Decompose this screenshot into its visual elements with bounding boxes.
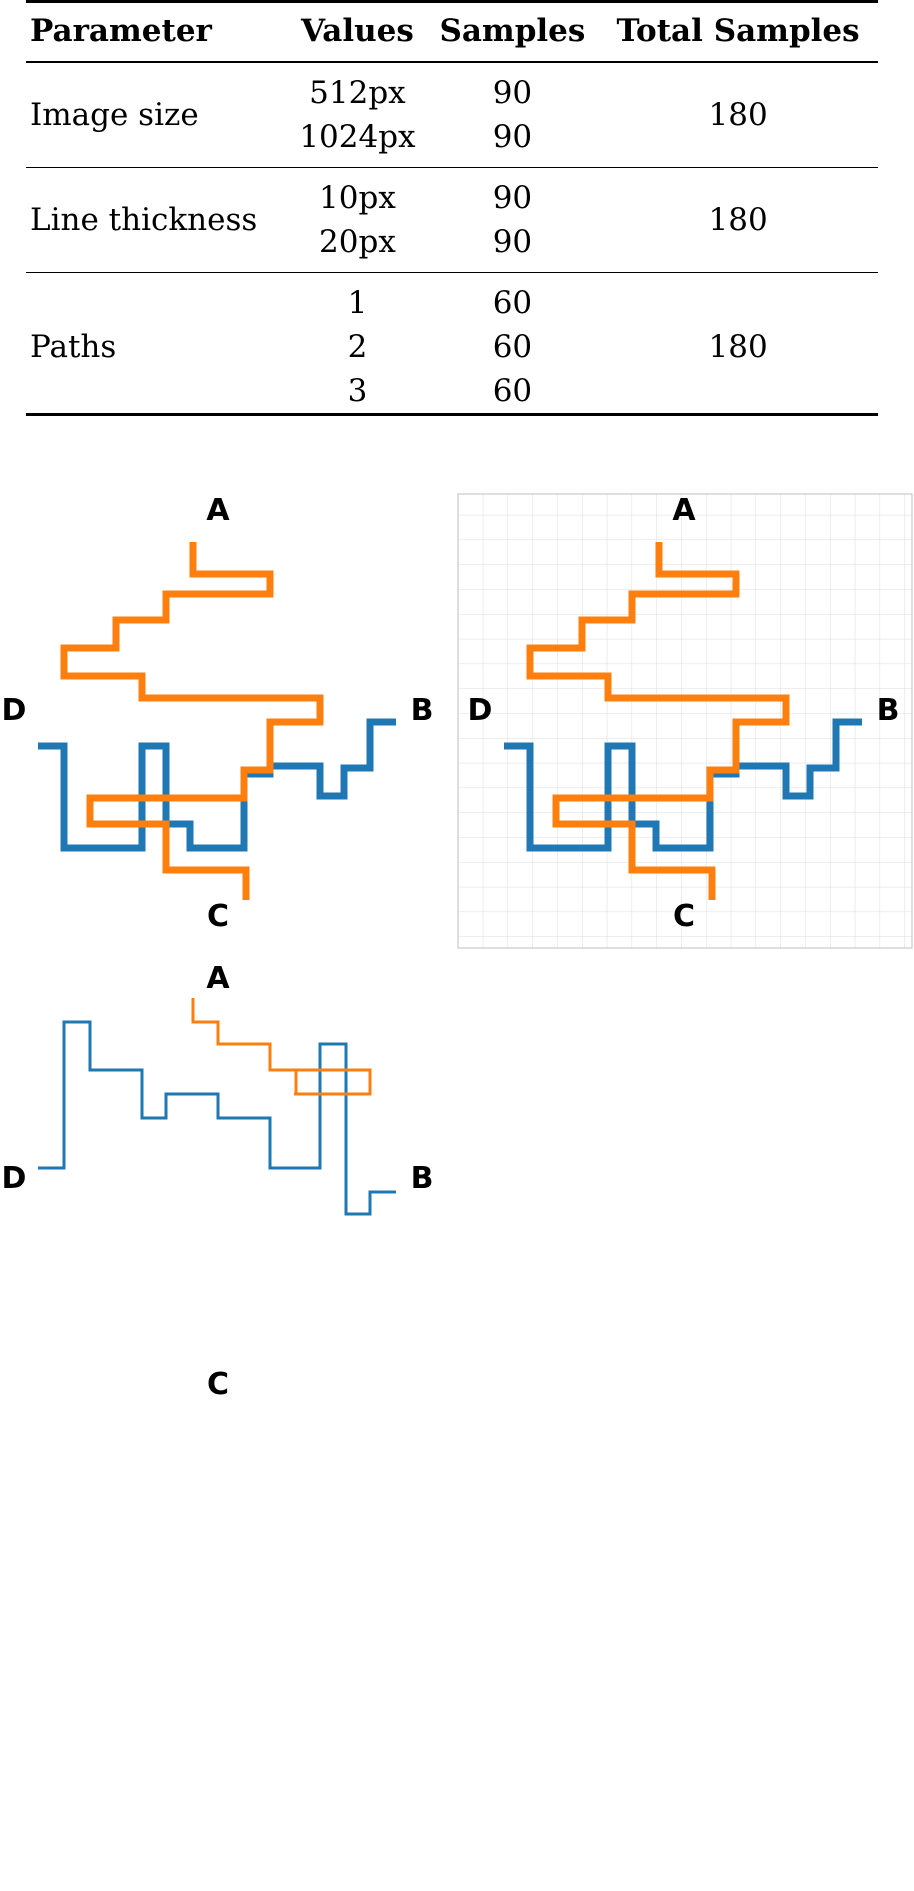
value-item: 1 xyxy=(347,285,368,321)
table-header-row: Parameter Values Samples Total Samples xyxy=(26,0,878,63)
label-b: B xyxy=(411,1161,434,1196)
label-b: B xyxy=(877,693,900,728)
label-d: D xyxy=(2,693,27,728)
sample-item: 90 xyxy=(492,119,533,155)
sample-item: 90 xyxy=(492,180,533,216)
row-values: 10px 20px xyxy=(288,167,427,273)
row-parameter: Line thickness xyxy=(26,167,289,273)
value-item: 10px xyxy=(319,180,396,216)
table-row: Paths 1 2 3 60 60 60 180 xyxy=(26,272,878,416)
sample-item: 90 xyxy=(492,224,533,260)
sample-item: 60 xyxy=(492,285,533,321)
panel-row1-plain: A B C D xyxy=(2,493,434,934)
label-d: D xyxy=(468,693,493,728)
row-samples: 60 60 60 xyxy=(426,272,599,416)
label-c: C xyxy=(207,899,229,934)
value-item: 1024px xyxy=(299,119,416,155)
path-figure-grid: A B C D A B C D A B C D xyxy=(2,493,913,1402)
path-blue xyxy=(38,718,396,852)
label-a: A xyxy=(672,493,696,528)
path-blue xyxy=(504,718,862,852)
label-c: C xyxy=(673,899,695,934)
header-total-samples: Total Samples xyxy=(598,0,878,63)
label-b: B xyxy=(411,693,434,728)
label-d: D xyxy=(2,1161,27,1196)
parameters-table: Parameter Values Samples Total Samples I… xyxy=(26,0,878,416)
value-item: 512px xyxy=(309,75,406,111)
row-samples: 90 90 xyxy=(426,167,599,273)
label-a: A xyxy=(206,493,230,528)
path-orange xyxy=(191,998,372,1096)
header-samples: Samples xyxy=(426,0,599,63)
panel-row1-grid: A B C D xyxy=(457,493,913,949)
row-values: 512px 1024px xyxy=(288,62,427,168)
label-c: C xyxy=(207,1367,229,1402)
sample-item: 60 xyxy=(492,329,533,365)
value-item: 20px xyxy=(319,224,396,260)
sample-item: 60 xyxy=(492,373,533,409)
path-orange xyxy=(60,542,324,900)
row-parameter: Paths xyxy=(26,272,289,416)
value-item: 2 xyxy=(347,329,368,365)
row-samples: 90 90 xyxy=(426,62,599,168)
row-total: 180 xyxy=(598,272,878,416)
value-item: 3 xyxy=(347,373,368,409)
row-parameter: Image size xyxy=(26,62,289,168)
path-orange xyxy=(526,542,790,900)
row-total: 180 xyxy=(598,167,878,273)
parameters-table-container: Parameter Values Samples Total Samples I… xyxy=(26,0,878,440)
sample-item: 90 xyxy=(492,75,533,111)
panel-row2-plain: A B C D xyxy=(2,961,434,1402)
header-values: Values xyxy=(288,0,427,63)
table-row: Image size 512px 1024px 90 90 180 xyxy=(26,62,878,168)
path-blue xyxy=(38,1020,396,1216)
row-total: 180 xyxy=(598,62,878,168)
label-a: A xyxy=(206,961,230,996)
row-values: 1 2 3 xyxy=(288,272,427,416)
table-row: Line thickness 10px 20px 90 90 180 xyxy=(26,167,878,273)
header-parameter: Parameter xyxy=(26,0,289,63)
